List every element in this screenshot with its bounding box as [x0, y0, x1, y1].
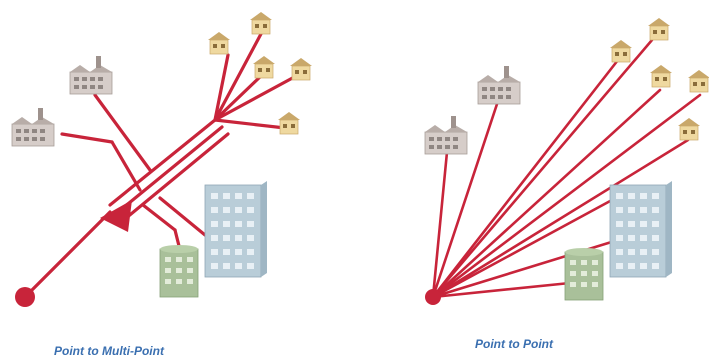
- factory-icon: [11, 107, 55, 147]
- house-icon: [277, 111, 301, 135]
- house-icon: [289, 57, 313, 81]
- factory-icon: [69, 55, 113, 95]
- office-building-icon: [564, 247, 604, 301]
- house-icon: [647, 17, 671, 41]
- house-icon: [609, 39, 633, 63]
- office-building-icon: [204, 180, 268, 278]
- factory-icon: [424, 115, 468, 155]
- diagram-caption-left: Point to Multi-Point: [54, 344, 164, 358]
- house-icon: [207, 31, 231, 55]
- house-icon: [252, 55, 276, 79]
- factory-icon: [477, 65, 521, 105]
- circle-node-icon: [15, 287, 35, 307]
- house-icon: [649, 64, 673, 88]
- right-links: [431, 38, 702, 299]
- point-to-multipoint-diagram: [11, 11, 313, 307]
- house-icon: [687, 69, 709, 93]
- house-icon: [677, 117, 701, 141]
- office-building-icon: [609, 180, 673, 278]
- arrow-splitter-icon: [100, 200, 132, 232]
- diagram-caption-right: Point to Point: [475, 337, 553, 351]
- house-icon: [249, 11, 273, 35]
- office-building-icon: [159, 244, 199, 298]
- circle-node-icon: [425, 289, 441, 305]
- point-to-point-diagram: [424, 17, 709, 305]
